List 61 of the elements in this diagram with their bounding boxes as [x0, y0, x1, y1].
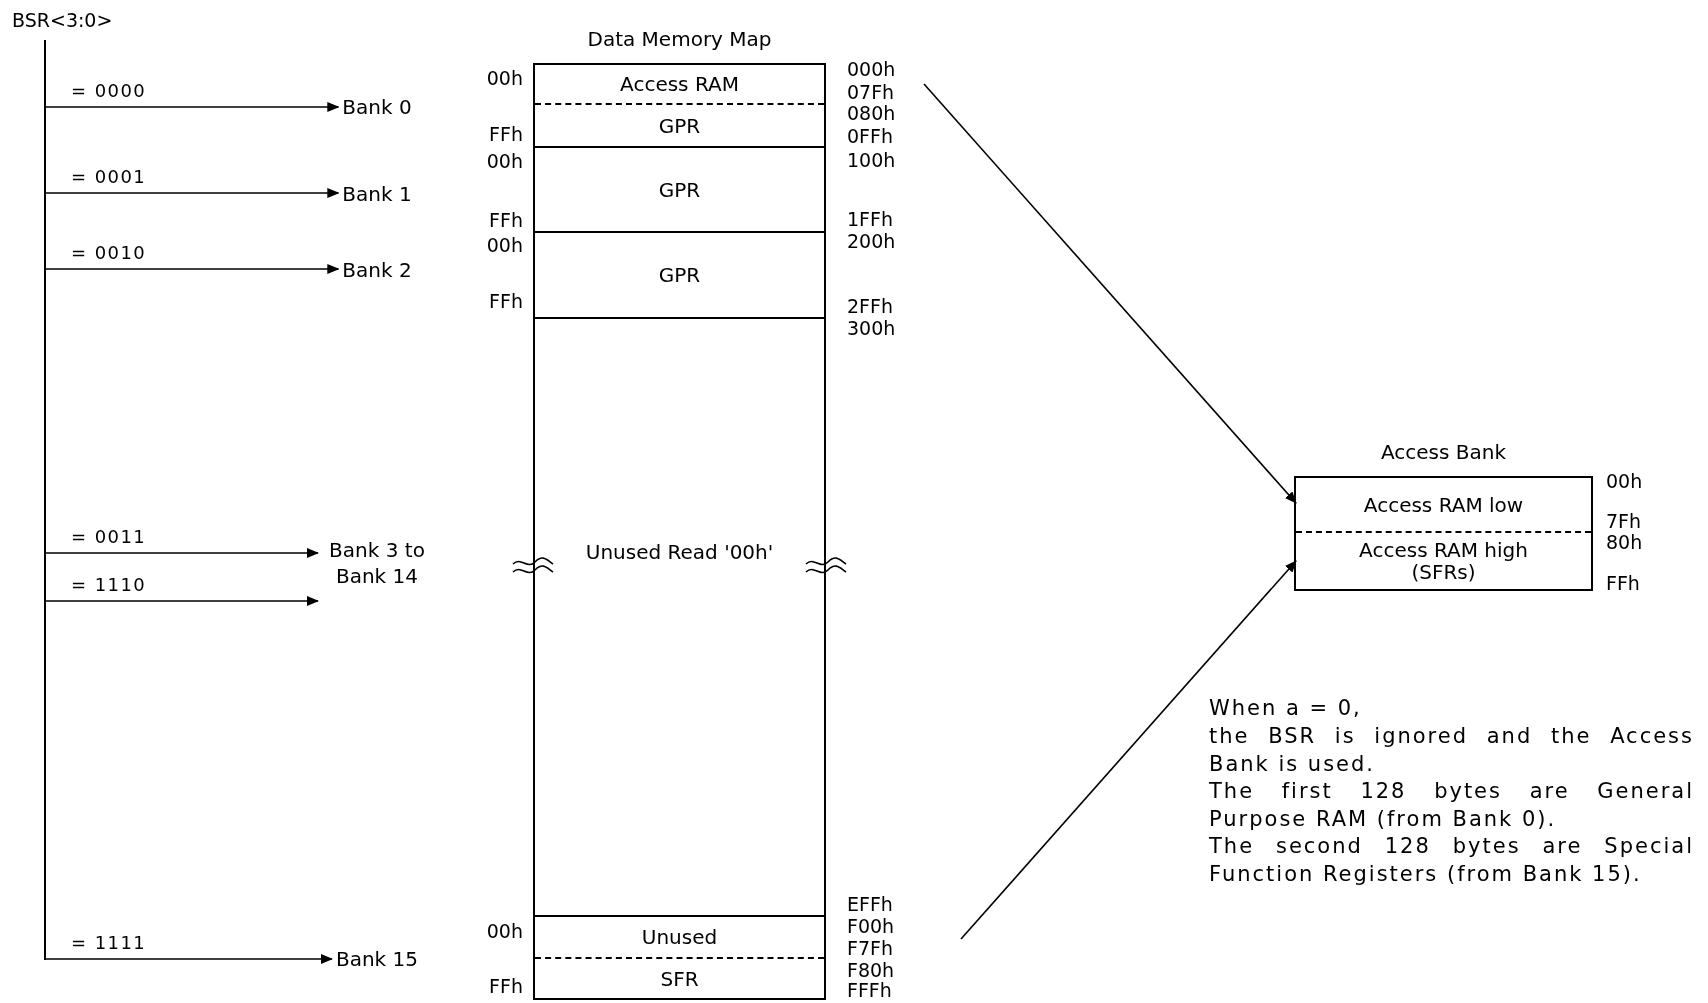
address-label: F7Fh [847, 937, 893, 959]
address-label: 200h [847, 230, 896, 252]
address-label: 0FFh [847, 125, 893, 147]
address-label: 00h [486, 150, 523, 172]
arrow [44, 264, 340, 274]
bank-label: Bank 1 [342, 181, 412, 207]
address-label: FFh [489, 975, 523, 997]
note-text: The first 128 bytes are General Purpose RAM (from Bank 0). [1209, 778, 1694, 833]
bank-label: Bank 0 [342, 94, 412, 120]
address-label: 080h [847, 102, 896, 124]
address-label: 00h [486, 234, 523, 256]
register-label: BSR<3:0> [12, 9, 113, 31]
bank-label: Bank 15 [335, 946, 418, 972]
address-label: 07Fh [847, 81, 895, 103]
address-label: 2FFh [847, 295, 893, 317]
bank-label: Bank 3 to Bank 14 [322, 537, 432, 589]
address-label: 100h [847, 149, 896, 171]
address-label: 00h [486, 67, 523, 89]
address-label: EFFh [847, 893, 893, 915]
address-label: 80h [1606, 531, 1643, 553]
segment-label: SFR [659, 967, 700, 990]
address-label: FFh [489, 209, 523, 231]
edge-label: = 0011 [71, 527, 147, 547]
note-text: When a = 0, [1209, 695, 1363, 722]
segment-label: Access RAM [619, 73, 740, 95]
address-label: 00h [486, 920, 523, 942]
address-label: F80h [847, 959, 895, 981]
segment-label: Unused [640, 926, 719, 948]
arrow [44, 954, 333, 964]
note-text: the BSR is ignored and the Access Bank is used. [1209, 723, 1694, 778]
arrow [44, 102, 340, 112]
address-label: 000h [847, 58, 896, 80]
section-title: Access Bank [1379, 439, 1508, 466]
segment-label: Access RAM high (SFRs) [1358, 539, 1529, 583]
arrow [44, 188, 340, 198]
segment-label: Access RAM low [1362, 493, 1525, 516]
edge-label: = 0001 [71, 167, 147, 187]
segment-label: GPR [657, 114, 702, 137]
address-label: 00h [1606, 470, 1643, 492]
segment-label: Unused Read '00h' [584, 541, 775, 563]
address-label: F00h [847, 915, 895, 937]
address-label: 7Fh [1606, 510, 1642, 532]
address-label: 1FFh [847, 208, 893, 230]
edge-label: = 1111 [71, 933, 147, 953]
note-text: The second 128 bytes are Special Function Registers (from Bank 15). [1209, 833, 1694, 888]
address-label: FFh [489, 290, 523, 312]
segment-label: GPR [657, 178, 702, 201]
address-label: FFh [1606, 572, 1640, 594]
address-label: FFh [489, 123, 523, 145]
edge-label: = 0010 [71, 243, 147, 263]
arrow [44, 596, 319, 606]
edge-label: = 0000 [71, 81, 147, 101]
arrow [44, 548, 319, 558]
edge-label: = 1110 [71, 575, 147, 595]
arrow [923, 83, 1297, 504]
section-title: Data Memory Map [586, 26, 773, 53]
segment-label: GPR [657, 264, 702, 286]
arrow [960, 560, 1297, 940]
bank-label: Bank 2 [342, 257, 412, 283]
address-label: FFFh [847, 979, 892, 1001]
address-label: 300h [847, 317, 896, 339]
